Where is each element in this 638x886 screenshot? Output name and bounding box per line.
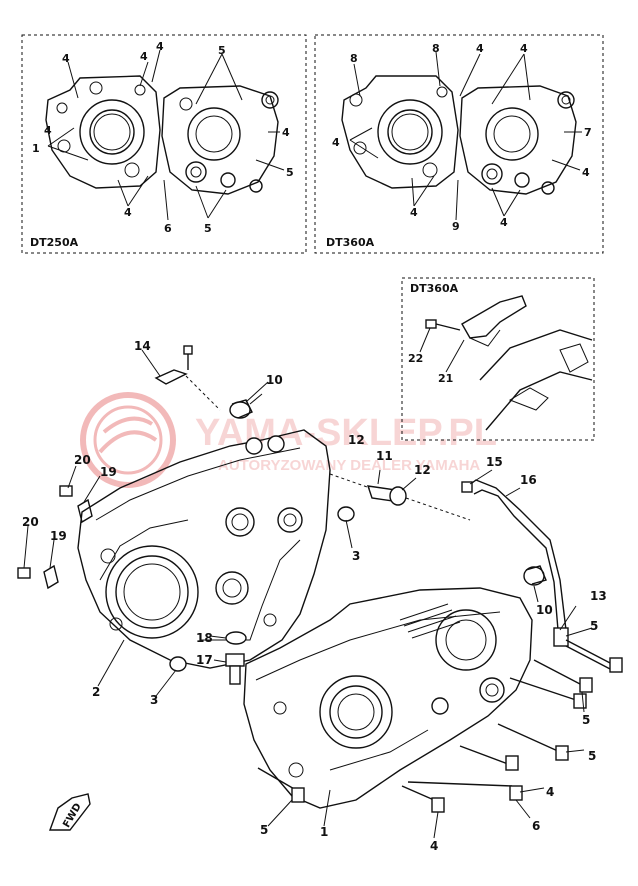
callout-4: 4	[124, 206, 132, 219]
leader-lines	[23, 349, 593, 839]
callout-18: 18	[196, 631, 213, 645]
part-20-bolt	[17, 485, 73, 579]
callout-8: 8	[350, 52, 358, 65]
callout-5: 5	[582, 713, 590, 727]
inset-dt250a: 4 4 4 5 1 4 4 5 4 6 5 DT250A	[21, 34, 307, 254]
part-5-bolts	[257, 639, 623, 813]
inset-dt360a-small: 22 21 DT360A	[401, 277, 595, 441]
callout-7: 7	[584, 126, 592, 139]
callout-19: 19	[100, 465, 117, 479]
callout-4: 4	[282, 126, 290, 139]
inset-label-dt360a: DT360A	[326, 236, 375, 249]
callout-10: 10	[266, 373, 283, 387]
callout-13: 13	[590, 589, 607, 603]
callout-2: 2	[92, 685, 100, 699]
callout-4: 4	[332, 136, 340, 149]
part-18-gasket	[225, 631, 247, 645]
callout-21: 21	[438, 372, 453, 385]
part-10-bushing	[229, 393, 263, 419]
inset-dt360a-top: 8 8 4 4 4 7 4 4 9 4 DT360A	[314, 34, 604, 254]
callout-4: 4	[430, 839, 438, 853]
callout-20: 20	[74, 453, 91, 467]
part-3-dowel	[169, 506, 355, 672]
callout-6: 6	[164, 222, 172, 235]
callout-16: 16	[520, 473, 537, 487]
callout-5: 5	[590, 619, 598, 633]
part-17-drain-plug	[225, 653, 245, 685]
callout-1: 1	[32, 142, 40, 155]
callout-12: 12	[414, 463, 431, 477]
part-19-washer	[43, 498, 93, 590]
callout-4: 4	[520, 42, 528, 55]
callout-4: 4	[156, 40, 164, 53]
callout-14: 14	[134, 339, 151, 353]
callout-5: 5	[286, 166, 294, 179]
callout-4: 4	[546, 785, 554, 799]
callout-10: 10	[536, 603, 553, 617]
part-11-sleeve	[329, 469, 471, 521]
callout-22: 22	[408, 352, 423, 365]
callout-11: 11	[376, 449, 393, 463]
callout-5: 5	[588, 749, 596, 763]
crankcase-left	[77, 429, 331, 669]
callout-4: 4	[62, 52, 70, 65]
watermark-brand: YAMA-SKLEP.PL	[195, 412, 497, 454]
callout-17: 17	[196, 653, 213, 667]
callout-5: 5	[204, 222, 212, 235]
part-14-clip	[154, 345, 221, 411]
watermark-tagline: AUTORYZOWANY DEALER YAMAHA	[218, 457, 480, 474]
inset-label-dt250a: DT250A	[30, 236, 79, 249]
callout-4: 4	[582, 166, 590, 179]
callout-3: 3	[352, 549, 360, 563]
crankcase-right	[243, 587, 533, 809]
callout-4: 4	[410, 206, 418, 219]
part-10-bushing-lower	[523, 565, 547, 586]
callout-5: 5	[218, 44, 226, 57]
callout-4: 4	[44, 124, 52, 137]
callout-9: 9	[452, 220, 460, 233]
callout-1: 1	[320, 825, 328, 839]
callout-6: 6	[532, 819, 540, 833]
callout-12: 12	[348, 433, 365, 447]
callout-3: 3	[150, 693, 158, 707]
callout-19: 19	[50, 529, 67, 543]
callout-4: 4	[140, 50, 148, 63]
callout-20: 20	[22, 515, 39, 529]
part-13-clamp	[553, 605, 577, 647]
front-arrow-icon: FWD	[49, 793, 91, 831]
inset-label-dt360a-small: DT360A	[410, 282, 459, 295]
callout-5: 5	[260, 823, 268, 837]
callout-8: 8	[432, 42, 440, 55]
callout-4: 4	[500, 216, 508, 229]
watermark: YAMA-SKLEP.PL AUTORYZOWANY DEALER YAMAHA	[80, 392, 497, 488]
callout-4: 4	[476, 42, 484, 55]
callout-15: 15	[486, 455, 503, 469]
